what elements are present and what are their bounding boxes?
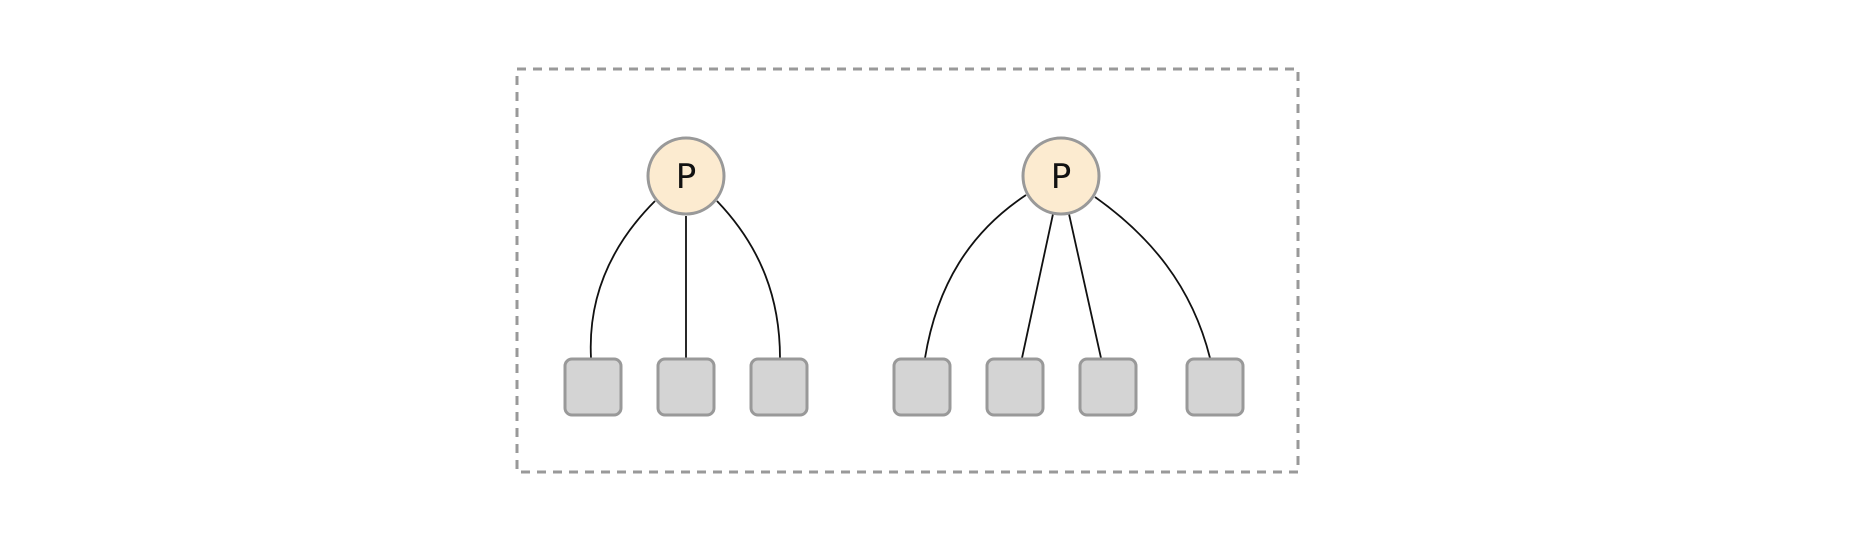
- left-tree-edges: [589, 200, 781, 359]
- parent-node-left-label: P: [676, 157, 697, 197]
- child-node: [985, 357, 1045, 417]
- child-node: [749, 357, 809, 417]
- child-node: [1185, 357, 1245, 417]
- child-node: [1078, 357, 1138, 417]
- child-node: [656, 357, 716, 417]
- edge-right-1: [924, 194, 1027, 359]
- edge-right-3: [1068, 213, 1102, 359]
- child-node: [892, 357, 952, 417]
- left-tree-children: [563, 357, 809, 417]
- parent-node-right: P: [1021, 136, 1101, 216]
- edge-right-4: [1094, 196, 1211, 359]
- dashed-boundary: [515, 67, 1300, 474]
- right-tree-edges: [924, 194, 1211, 359]
- edge-left-3: [716, 200, 781, 359]
- edge-left-1: [589, 200, 656, 359]
- edge-right-2: [1021, 213, 1054, 359]
- parent-node-left: P: [646, 136, 726, 216]
- right-tree-children: [892, 357, 1245, 417]
- child-node: [563, 357, 623, 417]
- parent-node-right-label: P: [1051, 157, 1072, 197]
